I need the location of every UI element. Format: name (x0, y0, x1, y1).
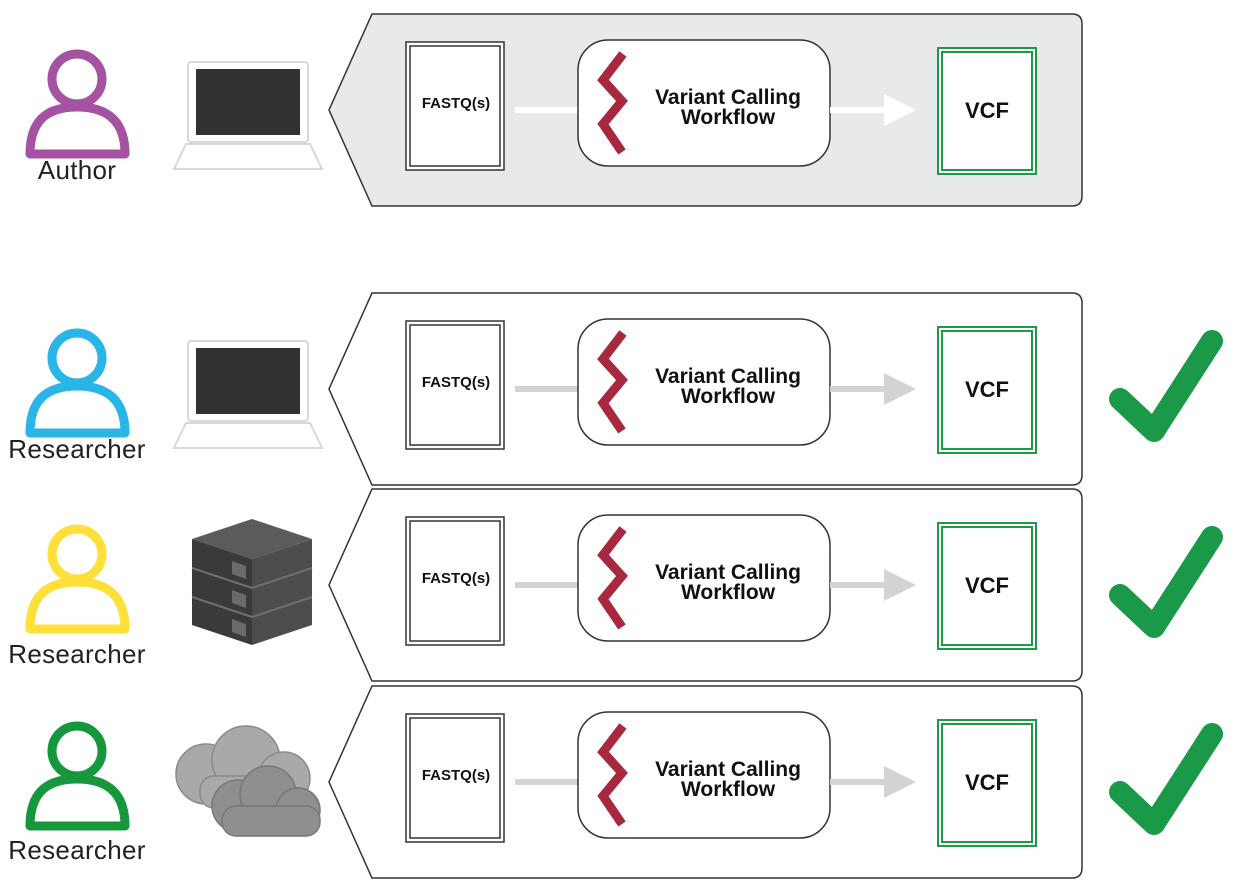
laptop-base (172, 143, 324, 170)
vcf-file-icon: VCF (937, 47, 1037, 175)
person-head (47, 721, 107, 781)
person-head (47, 524, 107, 584)
fastq-file-icon: FASTQ(s) (405, 713, 505, 843)
person-icon (25, 49, 130, 159)
fastq-file-icon: FASTQ(s) (405, 320, 505, 450)
arrow-output (830, 94, 916, 126)
person-icon (25, 721, 130, 831)
person-body (25, 381, 130, 438)
person-body (25, 577, 130, 634)
person-head (47, 328, 107, 388)
workflow-logo-icon (597, 51, 628, 155)
person-body (25, 102, 130, 159)
row-researcher-cloud: Researcher FASTQ(s) (8, 685, 1223, 879)
laptop-icon (172, 61, 324, 170)
checkmark-icon (1109, 526, 1223, 638)
person-head (47, 49, 107, 109)
laptop-screen (196, 348, 300, 414)
vcf-file-icon: VCF (937, 522, 1037, 650)
workflow-label-line2: Workflow (681, 385, 776, 408)
fastq-file-icon: FASTQ(s) (405, 41, 505, 171)
workflow-box: Variant Calling Workflow (577, 514, 831, 642)
workflow-label-line2: Workflow (681, 581, 776, 604)
vcf-label: VCF (965, 770, 1009, 795)
checkmark-icon (1109, 723, 1223, 835)
cloud-icon (175, 725, 321, 837)
workflow-label: Variant Calling (655, 758, 801, 781)
workflow-label: Variant Calling (655, 86, 801, 109)
arrow-output (830, 766, 916, 798)
person-body (25, 774, 130, 831)
vcf-label: VCF (965, 377, 1009, 402)
workflow-box: Variant Calling Workflow (577, 318, 831, 446)
row-author: Author FASTQ(s) Variant Calling Workflow (25, 13, 1083, 207)
workflow-box: Variant Calling Workflow (577, 39, 831, 167)
arrow-output (830, 373, 916, 405)
person-label: Researcher (8, 639, 145, 669)
workflow-box: Variant Calling Workflow (577, 711, 831, 839)
laptop-icon (172, 340, 324, 449)
person-label: Researcher (8, 835, 145, 865)
fastq-file-icon: FASTQ(s) (405, 516, 505, 646)
workflow-logo-icon (597, 526, 628, 630)
vcf-label: VCF (965, 98, 1009, 123)
workflow-logo-icon (597, 723, 628, 827)
vcf-file-icon: VCF (937, 326, 1037, 454)
workflow-label-line2: Workflow (681, 778, 776, 801)
workflow-logo-icon (597, 330, 628, 434)
fastq-label: FASTQ(s) (422, 95, 490, 112)
checkmark-icon (1109, 330, 1223, 442)
fastq-label: FASTQ(s) (422, 767, 490, 784)
person-label: Researcher (8, 434, 145, 464)
laptop-base (172, 422, 324, 449)
server-right (252, 539, 312, 645)
person-label: Author (38, 155, 116, 185)
laptop-screen (196, 69, 300, 135)
workflow-label: Variant Calling (655, 561, 801, 584)
fastq-label: FASTQ(s) (422, 374, 490, 391)
fastq-label: FASTQ(s) (422, 570, 490, 587)
vcf-file-icon: VCF (937, 719, 1037, 847)
row-researcher-laptop: Researcher FASTQ(s) Variant Calling Work… (8, 292, 1223, 486)
person-icon (25, 524, 130, 634)
workflow-label: Variant Calling (655, 365, 801, 388)
arrow-output (830, 569, 916, 601)
server-icon (191, 519, 313, 645)
row-researcher-server: Researcher FASTQ(s) Variant Calling Work… (8, 488, 1223, 682)
workflow-label-line2: Workflow (681, 106, 776, 129)
person-icon (25, 328, 130, 438)
cloud-front (211, 765, 321, 837)
vcf-label: VCF (965, 573, 1009, 598)
